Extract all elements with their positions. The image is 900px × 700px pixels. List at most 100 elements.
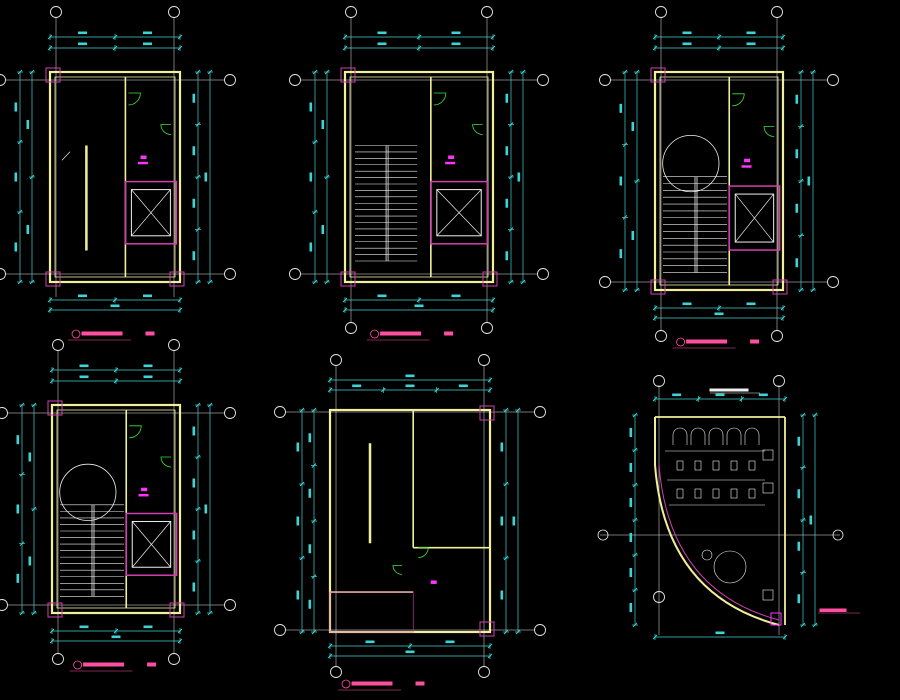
dim-slash <box>177 297 183 303</box>
dim-slash <box>195 279 201 285</box>
door-arc <box>763 126 775 137</box>
axis-circle <box>345 322 357 334</box>
door-swing <box>433 92 447 106</box>
dim-text-mark <box>500 590 504 600</box>
dim-slash <box>490 297 496 303</box>
outer-wall <box>48 70 182 284</box>
outer-wall <box>328 408 492 634</box>
axis-top-bubble <box>653 375 665 387</box>
dim-text-mark <box>797 541 801 551</box>
toilet-stall <box>690 427 706 445</box>
dim-slash <box>195 610 201 616</box>
axis-right-bubble <box>827 74 839 86</box>
dim-slash <box>487 643 493 649</box>
dim-slash <box>177 34 183 40</box>
dim-slash <box>503 407 509 413</box>
dim-text-mark <box>143 31 152 35</box>
dim-slash <box>798 287 804 293</box>
plan-p2 <box>289 6 549 341</box>
dim-text-mark <box>308 488 312 498</box>
axis-circle <box>827 74 839 86</box>
door-swing <box>418 547 429 559</box>
dim-slash <box>416 297 422 303</box>
axis-left-bubble <box>0 268 6 280</box>
column-hatch <box>45 271 61 287</box>
dim-bottom-outer <box>342 304 496 313</box>
axis-circle <box>224 599 236 611</box>
plan-caption <box>672 337 760 349</box>
toilet-fixture <box>694 488 702 499</box>
dim-right-inner <box>192 69 201 285</box>
axis-circle <box>274 624 286 636</box>
toilet-stall <box>744 427 760 445</box>
dim-slash <box>487 377 493 383</box>
dim-text-mark <box>308 544 312 554</box>
dim-bottom-inner <box>342 294 496 303</box>
axis-bottom-bubble <box>345 322 357 334</box>
stair-treads <box>355 145 418 262</box>
column-hatch <box>47 602 63 618</box>
dim-bottom-inner <box>47 294 183 303</box>
dim-text-mark <box>414 304 424 308</box>
dim-text-mark <box>143 294 152 298</box>
outer-wall <box>50 403 182 615</box>
toilet-fixture <box>748 488 756 499</box>
axis-circle <box>771 6 783 18</box>
dim-text-mark <box>619 249 623 259</box>
dim-left-outer <box>296 407 305 635</box>
dim-text-mark <box>309 102 313 112</box>
dim-slash <box>812 622 818 628</box>
axis-circle <box>534 624 546 636</box>
elevator-box <box>130 189 171 237</box>
dim-top-inner <box>47 42 183 51</box>
plan-caption <box>338 679 425 691</box>
dim-slash <box>312 209 318 215</box>
axis-circle <box>0 268 6 280</box>
column-hatch <box>479 621 495 637</box>
axis-circle <box>773 375 785 387</box>
plan-p6 <box>597 375 860 640</box>
dim-text-mark <box>629 568 633 577</box>
door-arc <box>418 547 429 559</box>
dim-slash <box>195 402 201 408</box>
urinal <box>762 482 774 494</box>
axis-circle <box>478 666 490 678</box>
room-note-mark <box>140 155 147 159</box>
column-hatch <box>770 612 782 626</box>
dim-slash <box>195 454 201 460</box>
plan-p3 <box>599 6 839 349</box>
dim-text-mark <box>296 442 300 452</box>
axis-bottom-bubble <box>330 666 342 678</box>
dim-text-mark <box>451 294 461 298</box>
dim-text-mark <box>505 93 509 103</box>
dim-slash <box>622 69 628 75</box>
dim-slash <box>17 69 23 75</box>
door-arc <box>129 425 142 439</box>
dim-slash <box>696 396 701 402</box>
dim-slash <box>490 307 496 313</box>
dim-text-mark <box>715 631 725 635</box>
dim-text-mark <box>321 225 325 234</box>
axis-circle <box>655 6 667 18</box>
dim-text-mark <box>79 364 89 368</box>
dim-slash <box>29 174 35 180</box>
dim-slash <box>177 367 183 373</box>
caption-scale-mark <box>444 331 454 336</box>
axis-top-bubble <box>773 375 785 387</box>
dim-top-outer <box>49 364 183 373</box>
dim-text-mark <box>500 516 504 526</box>
elevator-shaft <box>430 180 488 245</box>
axis-circle <box>224 74 236 86</box>
axis-circle <box>274 406 286 418</box>
door-swing <box>732 93 745 107</box>
axis-circle <box>168 653 180 665</box>
dim-top-inner <box>342 42 496 51</box>
dim-text-mark <box>682 42 692 46</box>
axis-right-bubble <box>224 74 236 86</box>
elevator-shaft <box>124 180 178 245</box>
dim-slash <box>324 69 330 75</box>
dim-slash <box>195 122 201 127</box>
caption-circle <box>370 329 380 339</box>
axis-circle <box>168 6 180 18</box>
